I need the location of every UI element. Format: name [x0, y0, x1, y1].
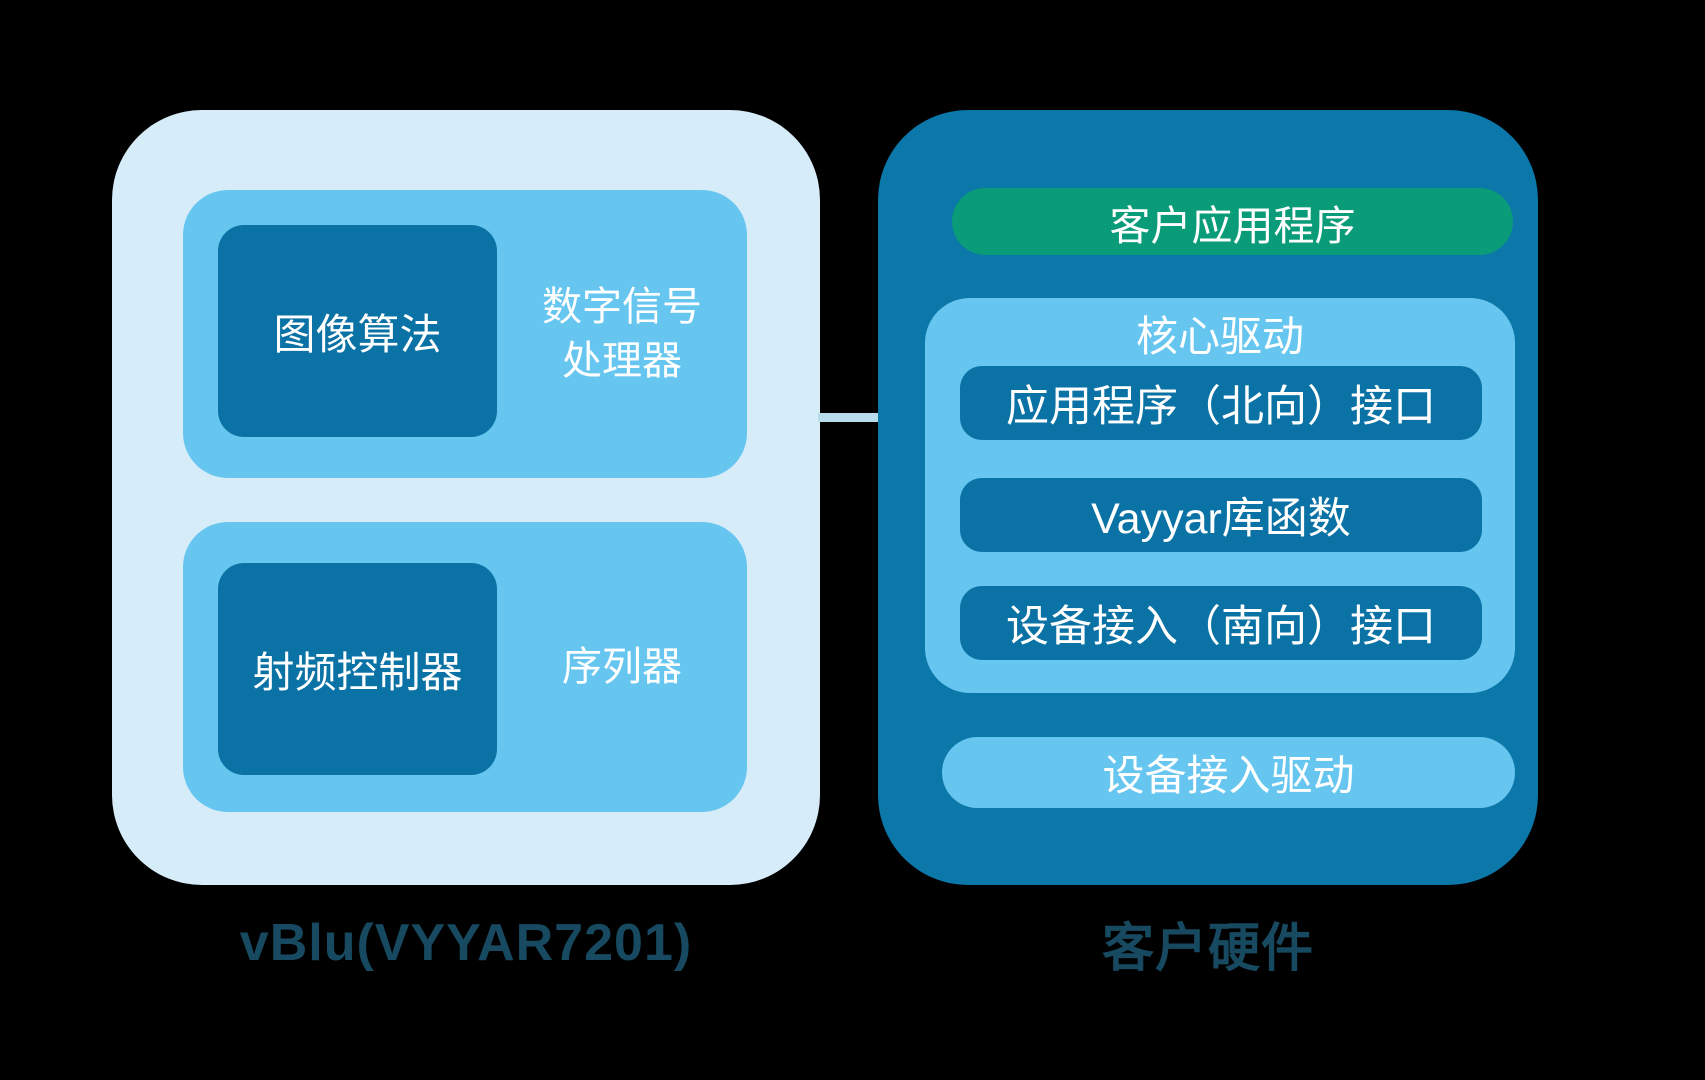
customer-application-bar: 客户应用程序 — [952, 188, 1513, 255]
vblu-caption: vBlu(VYYAR7201) — [239, 914, 693, 972]
southbound-api-bar: 设备接入（南向）接口 — [960, 586, 1482, 660]
customer-application-label: 客户应用程序 — [1109, 202, 1356, 249]
image-algorithm-label: 图像算法 — [273, 310, 442, 358]
vblu-panel: 图像算法 数字信号 处理器 射频控制器 序列器 — [112, 110, 820, 885]
rf-controller-label: 射频控制器 — [252, 648, 463, 696]
northbound-api-bar: 应用程序（北向）接口 — [960, 366, 1482, 440]
sequencer-label-text: 序列器 — [562, 645, 682, 689]
vayyar-library-label: Vayyar库函数 — [1091, 495, 1351, 543]
rf-controller-chip: 射频控制器 — [218, 563, 497, 775]
northbound-api-label: 应用程序（北向）接口 — [1006, 383, 1436, 431]
device-access-driver-label: 设备接入驱动 — [1102, 752, 1355, 799]
panel-connector-line — [818, 413, 880, 422]
dsp-zone-label: 数字信号 处理器 — [497, 190, 747, 478]
device-access-driver-bar: 设备接入驱动 — [942, 737, 1515, 808]
dsp-zone-label-line2: 处理器 — [562, 339, 682, 383]
core-driver-box: 核心驱动 应用程序（北向）接口 Vayyar库函数 设备接入（南向）接口 — [925, 298, 1515, 693]
rf-group: 射频控制器 序列器 — [183, 522, 747, 812]
dsp-group: 图像算法 数字信号 处理器 — [183, 190, 747, 478]
core-driver-title: 核心驱动 — [1135, 312, 1304, 360]
vayyar-library-bar: Vayyar库函数 — [960, 478, 1482, 552]
southbound-api-label: 设备接入（南向）接口 — [1006, 603, 1436, 651]
dsp-zone-label-line1: 数字信号 — [542, 285, 702, 329]
sequencer-label: 序列器 — [497, 522, 747, 812]
customer-hardware-panel: 客户应用程序 核心驱动 应用程序（北向）接口 Vayyar库函数 设备接入（南向… — [878, 110, 1538, 885]
image-algorithm-chip: 图像算法 — [218, 225, 497, 437]
customer-hardware-caption: 客户硬件 — [1101, 919, 1314, 978]
